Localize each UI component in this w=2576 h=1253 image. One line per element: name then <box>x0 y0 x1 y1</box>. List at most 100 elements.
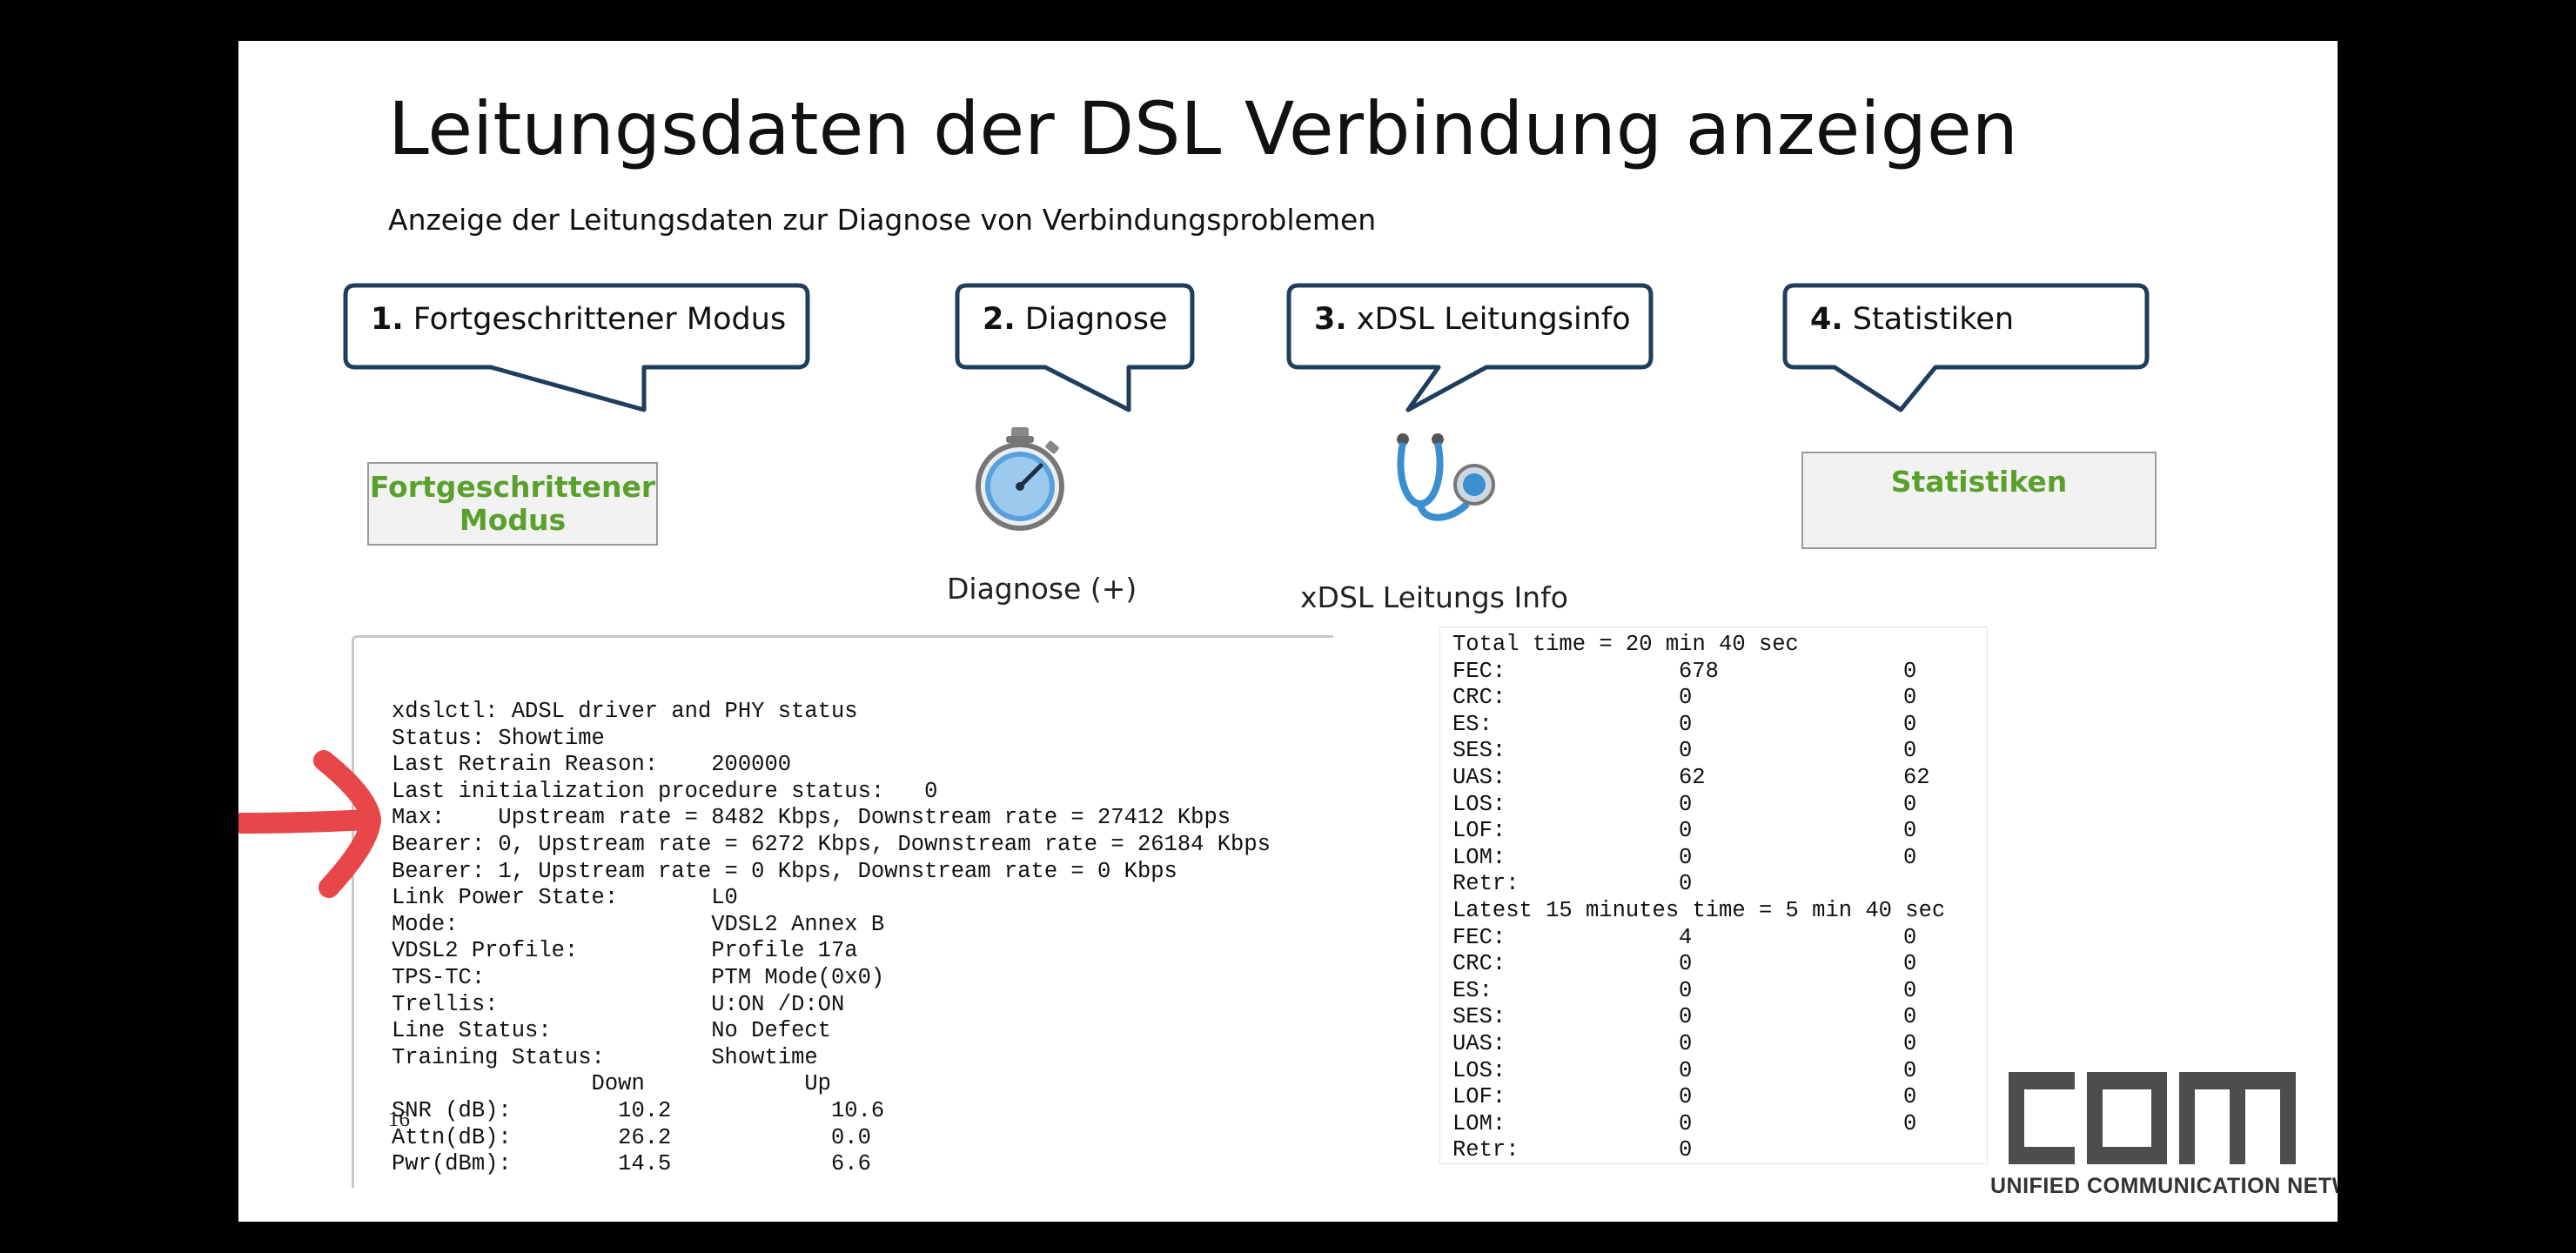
xdsl-status-line: Max: Upstream rate = 8482 Kbps, Downstre… <box>392 805 1231 831</box>
stats-down: 0 <box>1679 1084 1693 1110</box>
xdsl-status-line: xdslctl: ADSL driver and PHY status <box>392 699 858 724</box>
statistics-button[interactable]: Statistiken <box>1801 452 2157 549</box>
stats-down: 0 <box>1679 1030 1693 1056</box>
slide-title: Leitungsdaten der DSL Verbindung anzeige… <box>388 86 2018 171</box>
stats-label: LOM: <box>1452 1110 1506 1136</box>
company-logo <box>2009 1072 2296 1164</box>
stats-down: 0 <box>1679 1057 1693 1083</box>
stats-row: LOM: 0 0 <box>1452 845 1983 872</box>
xdsl-status-line: Line Status: No Defect <box>392 1018 831 1044</box>
xdsl-status-line: Attn(dB): 26.2 0.0 <box>392 1124 871 1150</box>
xdsl-info-link[interactable]: xDSL Leitungs Info <box>1300 432 1587 615</box>
stats-latest-time: Latest 15 minutes time = 5 min 40 sec <box>1452 897 1946 923</box>
xdsl-status-line: Down Up <box>392 1071 831 1097</box>
callout-text: 4. Statistiken <box>1810 302 2015 337</box>
diagnose-label: Diagnose (+) <box>947 572 1137 606</box>
stats-up: 0 <box>1903 844 1917 870</box>
page-number: 16 <box>388 1108 410 1131</box>
stats-label: CRC: <box>1452 685 1506 711</box>
stats-row: LOS: 0 0 <box>1452 792 1983 819</box>
stats-row: UAS: 62 62 <box>1452 765 1983 792</box>
callout-xdsl-info: 3. xDSL Leitungsinfo <box>1286 283 1669 422</box>
stats-down: 0 <box>1679 791 1693 817</box>
stats-label: LOM: <box>1452 844 1506 870</box>
stats-row: LOM: 0 0 <box>1452 1111 1983 1138</box>
stats-up: 0 <box>1903 951 1917 977</box>
stats-label: UAS: <box>1452 1030 1506 1056</box>
stats-up: 0 <box>1903 1084 1917 1110</box>
stats-label: UAS: <box>1452 764 1506 790</box>
stats-up: 0 <box>1903 791 1917 817</box>
stats-label: ES: <box>1452 977 1493 1003</box>
stats-up: 62 <box>1903 764 1930 790</box>
stats-up: 0 <box>1903 977 1917 1003</box>
callout-statistics: 4. Statistiken <box>1782 283 2165 422</box>
callout-bubble-shape <box>1286 283 1654 412</box>
callout-text: 1. Fortgeschrittener Modus <box>371 302 787 337</box>
stats-down: 4 <box>1679 924 1693 950</box>
callout-text: 2. Diagnose <box>983 302 1168 337</box>
diagnose-link[interactable]: Diagnose (+) <box>947 424 1222 615</box>
xdsl-status-line: TPS-TC: PTM Mode(0x0) <box>392 964 885 990</box>
stats-down: 0 <box>1679 977 1693 1003</box>
stats-up: 0 <box>1903 658 1917 684</box>
xdsl-info-label: xDSL Leitungs Info <box>1300 580 1568 614</box>
stats-down: 0 <box>1679 844 1693 870</box>
slide: Leitungsdaten der DSL Verbindung anzeige… <box>238 41 2338 1222</box>
stats-label: ES: <box>1452 711 1493 737</box>
stats-up: 0 <box>1903 1057 1917 1083</box>
stats-down: 678 <box>1679 658 1719 684</box>
xdsl-status-line: SNR (dB): 10.2 10.6 <box>392 1097 885 1123</box>
callout-advanced-mode: 1. Fortgeschrittener Modus <box>343 283 813 422</box>
xdsl-status-line: Mode: VDSL2 Annex B <box>392 911 885 937</box>
advanced-mode-button-line1: Fortgeschrittener <box>369 470 656 504</box>
stats-label: CRC: <box>1452 951 1506 977</box>
stats-row: UAS: 0 0 <box>1452 1031 1983 1058</box>
stats-down: 0 <box>1679 1137 1693 1163</box>
stats-up: 0 <box>1903 818 1917 844</box>
stats-label: SES: <box>1452 1004 1506 1030</box>
stats-row: CRC: 0 0 <box>1452 951 1983 978</box>
advanced-mode-button[interactable]: Fortgeschrittener Modus <box>367 462 658 546</box>
stats-up: 0 <box>1903 1004 1917 1030</box>
xdsl-status-line: Trellis: U:ON /D:ON <box>392 991 845 1017</box>
logo-tagline: UNIFIED COMMUNICATION NETWORK <box>1990 1174 2338 1198</box>
statistics-button-label: Statistiken <box>1890 465 2068 499</box>
xdsl-status-line: Link Power State: L0 <box>392 885 738 911</box>
stopwatch-icon <box>976 427 1064 531</box>
stats-down: 0 <box>1679 1110 1693 1136</box>
stats-row: SES: 0 0 <box>1452 1004 1983 1031</box>
stats-down: 0 <box>1679 951 1693 977</box>
stats-row: Retr:0 <box>1452 1137 1983 1163</box>
xdsl-status-line: Bearer: 0, Upstream rate = 6272 Kbps, Do… <box>392 831 1271 857</box>
slide-subtitle: Anzeige der Leitungsdaten zur Diagnose v… <box>388 203 1377 237</box>
stats-total-time: Total time = 20 min 40 sec <box>1452 632 1799 657</box>
stats-down: 0 <box>1679 685 1693 711</box>
stats-label: LOS: <box>1452 791 1506 817</box>
callout-text: 3. xDSL Leitungsinfo <box>1314 302 1631 337</box>
xdsl-status-line: Training Status: Showtime <box>392 1044 818 1070</box>
stats-up: 0 <box>1903 1030 1917 1056</box>
stats-down: 62 <box>1679 764 1706 790</box>
stats-up: 0 <box>1903 1110 1917 1136</box>
stats-label: SES: <box>1452 738 1506 764</box>
stats-down: 0 <box>1679 1004 1693 1030</box>
stats-up: 0 <box>1903 711 1917 737</box>
stats-down: 0 <box>1679 738 1693 764</box>
stats-label: Retr: <box>1452 871 1519 897</box>
callout-bubble-shape <box>1782 283 2150 412</box>
advanced-mode-button-line2: Modus <box>459 503 567 537</box>
stethoscope-icon <box>1397 433 1495 521</box>
stats-down: 0 <box>1679 818 1693 844</box>
